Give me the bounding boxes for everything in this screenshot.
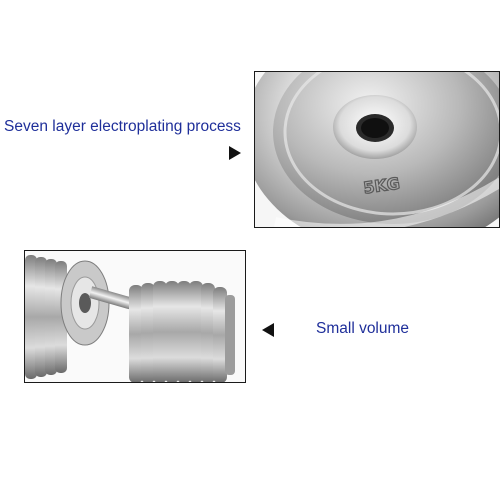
volume-caption: Small volume bbox=[316, 320, 410, 337]
arrow-right-icon bbox=[229, 146, 241, 160]
plate-closeup-photo: 5KG bbox=[254, 71, 500, 228]
dumbbell-photo bbox=[24, 250, 246, 383]
electroplating-caption: Seven layer electroplating process bbox=[4, 118, 241, 135]
arrow-left-icon bbox=[262, 323, 274, 337]
